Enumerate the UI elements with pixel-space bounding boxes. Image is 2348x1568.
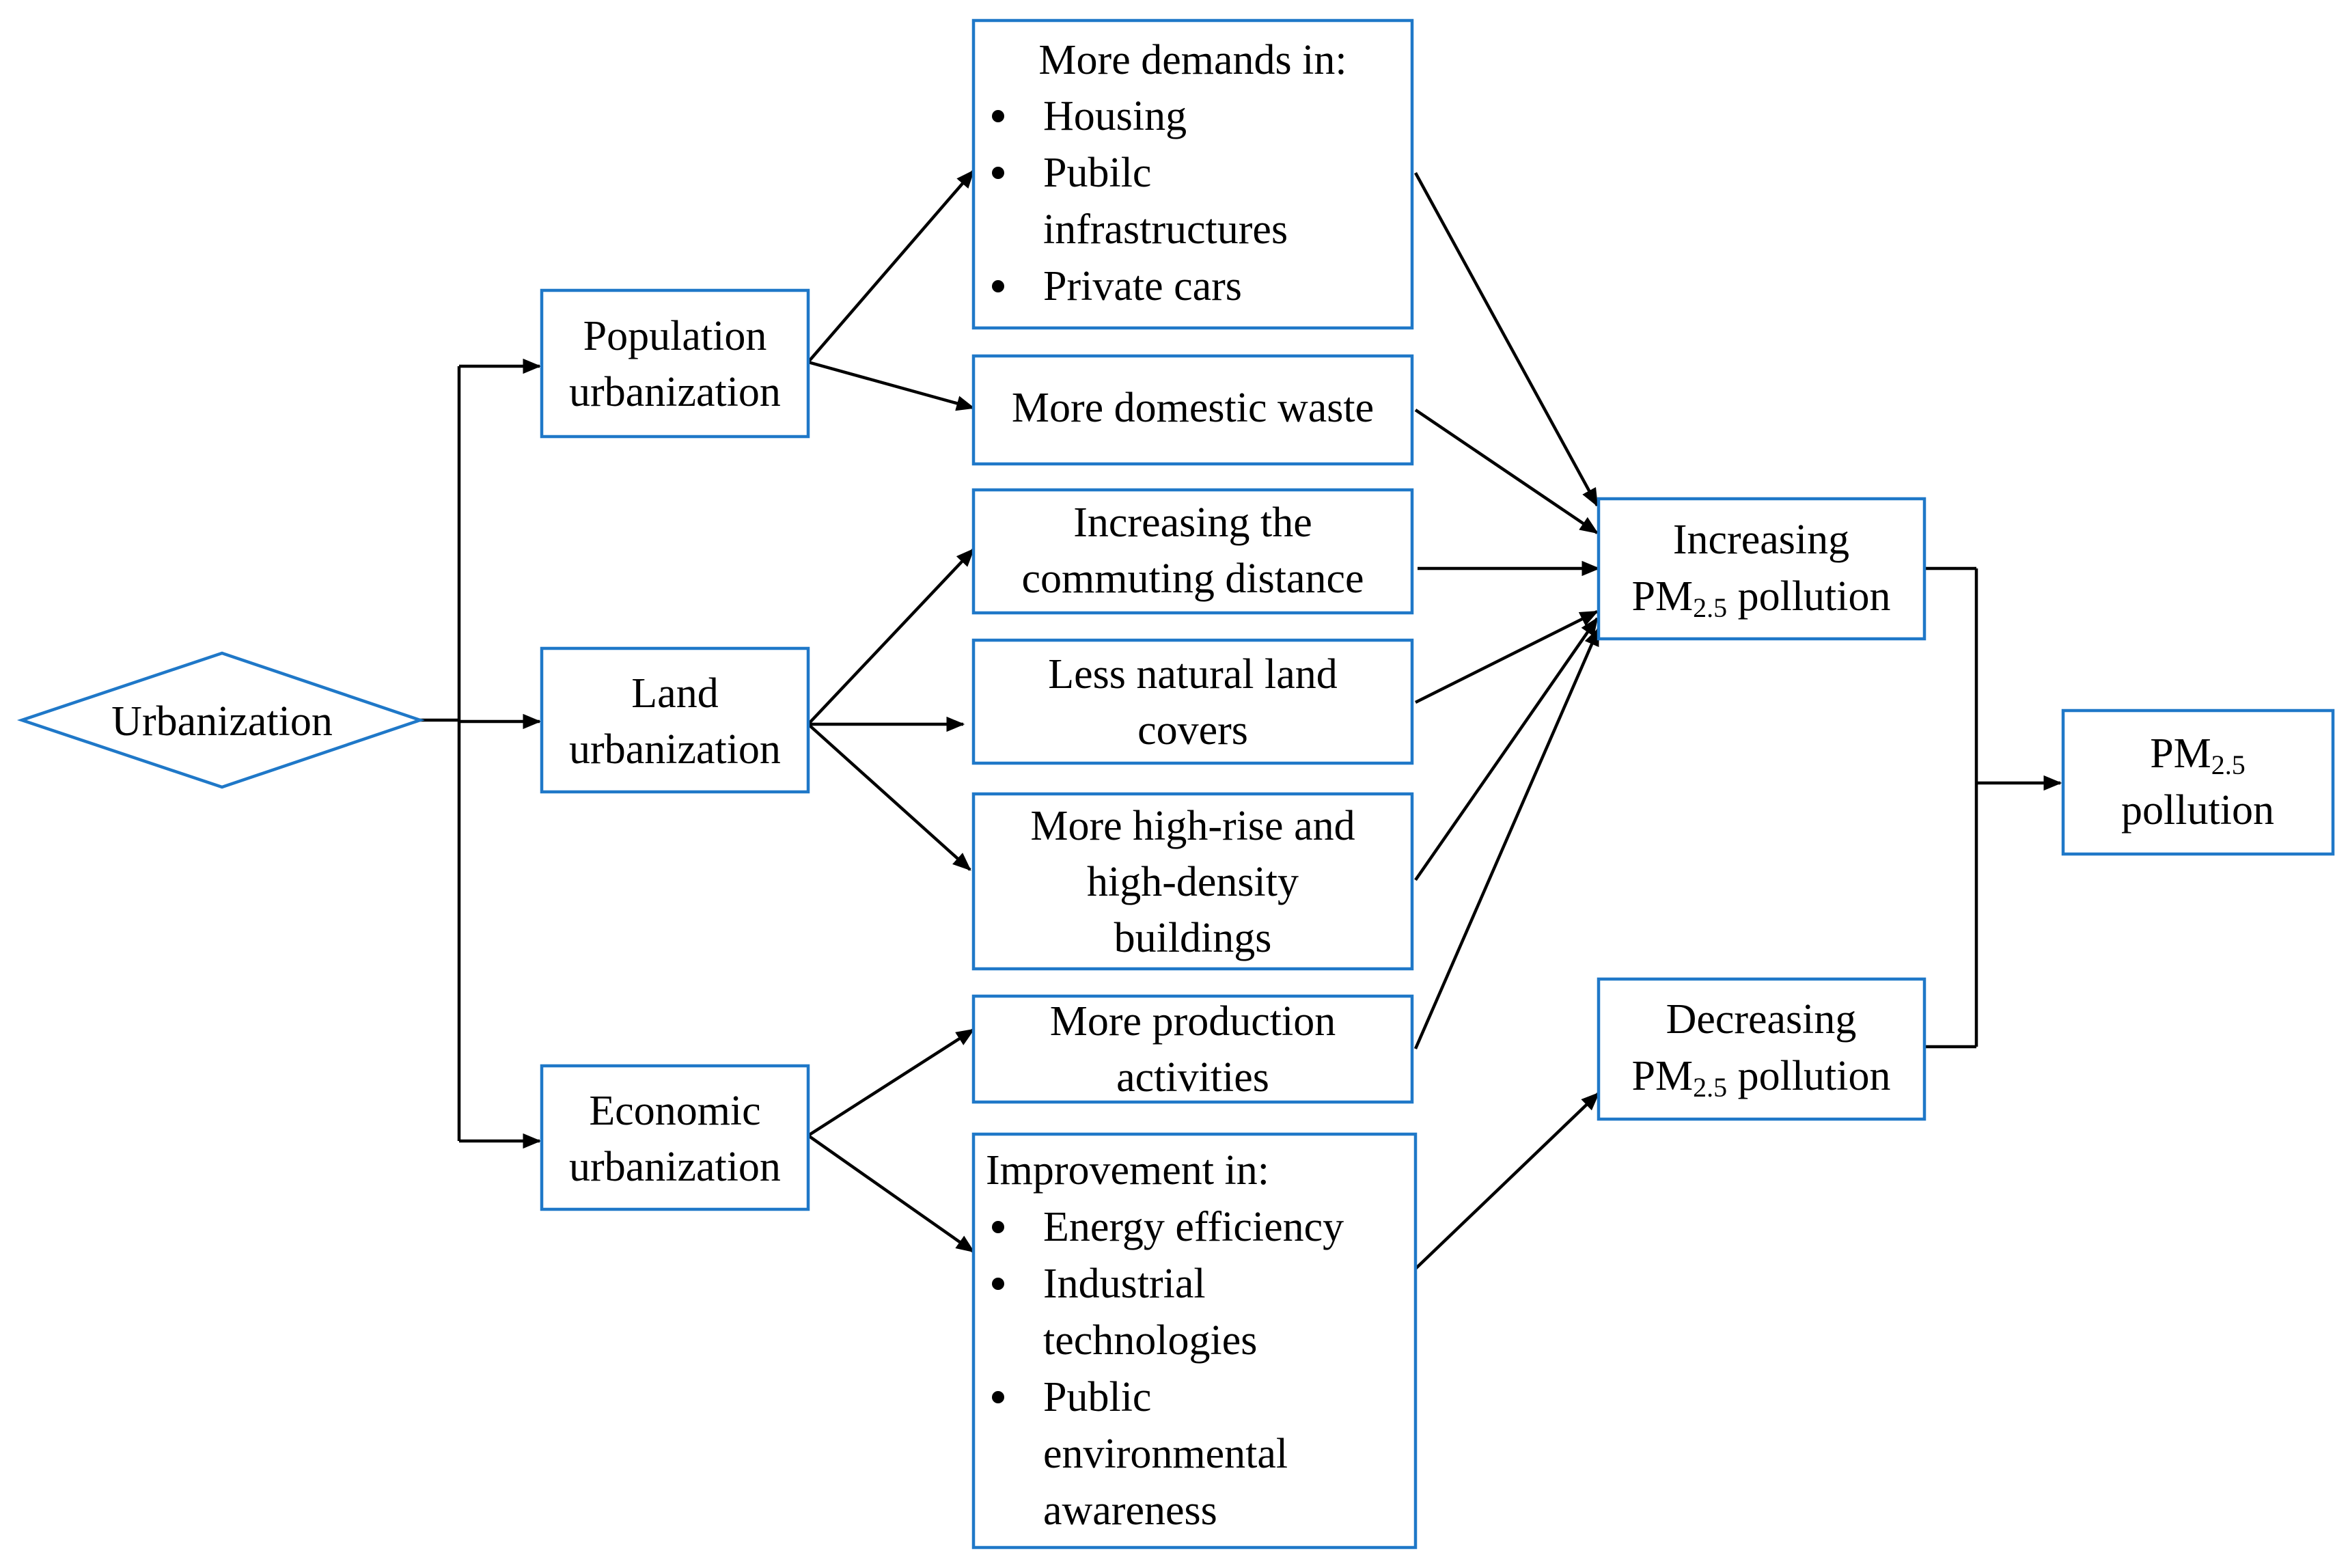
- improvement-bullet-3: [992, 1391, 1004, 1403]
- edge-land-commuting: [807, 548, 975, 726]
- demands-bullet-2: [992, 167, 1004, 179]
- node-pm25-pollution: PM2.5 pollution: [2061, 709, 2335, 856]
- demands-bullet-1: [992, 110, 1004, 122]
- improvement-item-industrial-2: technologies: [1043, 1317, 1257, 1364]
- waste-box: [971, 354, 1414, 466]
- improvement-item-public-2: environmental: [1043, 1431, 1288, 1477]
- economic-line-1: Economic: [589, 1088, 760, 1134]
- node-economic-urbanization: Economic urbanization: [540, 1064, 810, 1211]
- increasing-line-1: Increasing: [1673, 517, 1849, 563]
- land-line-2: urbanization: [569, 726, 781, 773]
- urbanization-label: Urbanization: [111, 698, 333, 745]
- increasing-box: [1597, 497, 1926, 641]
- node-high-rise: More high-rise and high-density building…: [971, 792, 1414, 971]
- node-decreasing-pm25: Decreasing PM2.5 pollution: [1597, 977, 1926, 1121]
- improvement-item-energy: Energy efficiency: [1043, 1204, 1344, 1250]
- natural-land-box: [971, 638, 1414, 765]
- improvement-item-public-3: awareness: [1043, 1487, 1217, 1534]
- demands-bullet-3: [992, 280, 1004, 292]
- improvement-bullet-1: [992, 1221, 1004, 1233]
- land-box: [540, 646, 810, 794]
- population-line-2: urbanization: [569, 369, 781, 415]
- demands-item-infra-2: infrastructures: [1043, 206, 1288, 253]
- land-line-1: Land: [631, 670, 718, 717]
- commuting-line-2: commuting distance: [1021, 555, 1364, 602]
- economic-line-2: urbanization: [569, 1144, 781, 1190]
- production-line-2: activities: [1116, 1054, 1269, 1101]
- edge-population-demands: [807, 169, 975, 363]
- highrise-line-1: More high-rise and: [1030, 803, 1355, 849]
- highrise-line-2: high-density: [1087, 859, 1299, 905]
- commuting-box: [971, 488, 1414, 615]
- edge-waste-increasing: [1414, 409, 1599, 534]
- highrise-box: [971, 792, 1414, 971]
- edge-demands-increasing: [1414, 171, 1599, 507]
- edge-production-increasing: [1413, 627, 1601, 1049]
- node-commuting-distance: Increasing the commuting distance: [971, 488, 1414, 615]
- edge-land-highrise: [807, 723, 971, 871]
- production-box: [971, 994, 1414, 1104]
- commuting-line-1: Increasing the: [1073, 499, 1312, 546]
- pm25-final-line-1: PM2.5: [2150, 730, 2246, 780]
- demands-title: More demands in:: [1038, 37, 1346, 83]
- decreasing-line-2: PM2.5 pollution: [1631, 1053, 1890, 1103]
- highrise-line-3: buildings: [1114, 915, 1272, 961]
- edge-population-waste: [807, 360, 976, 411]
- demands-item-housing: Housing: [1043, 93, 1187, 139]
- edge-economic-improvement: [807, 1134, 975, 1253]
- pm25-final-line-2: pollution: [2121, 787, 2274, 834]
- node-more-demands: More demands in: Housing Pubilc infrastr…: [971, 18, 1414, 330]
- natural-land-line-1: Less natural land: [1048, 651, 1338, 698]
- node-urbanization: Urbanization: [16, 651, 426, 789]
- edges: [420, 169, 2062, 1270]
- urbanization-diamond: [16, 651, 426, 789]
- pm25-final-box: [2061, 709, 2335, 856]
- improvement-bullet-2: [992, 1278, 1004, 1290]
- edge-improvement-decreasing: [1414, 1092, 1600, 1270]
- decreasing-box: [1597, 977, 1926, 1121]
- population-line-1: Population: [583, 313, 767, 359]
- node-natural-land: Less natural land covers: [971, 638, 1414, 765]
- improvement-item-public-1: Public: [1043, 1374, 1151, 1420]
- improvement-title: Improvement in:: [986, 1147, 1269, 1194]
- population-box: [540, 288, 810, 439]
- demands-item-infra-1: Pubilc: [1043, 150, 1151, 196]
- edge-economic-production: [807, 1028, 975, 1137]
- node-land-urbanization: Land urbanization: [540, 646, 810, 794]
- production-line-1: More production: [1050, 998, 1336, 1045]
- decreasing-line-1: Decreasing: [1666, 996, 1857, 1043]
- node-production: More production activities: [971, 994, 1414, 1104]
- node-improvement: Improvement in: Energy efficiency Indust…: [971, 1132, 1418, 1550]
- economic-box: [540, 1064, 810, 1211]
- edge-natural-increasing: [1414, 609, 1599, 704]
- waste-label: More domestic waste: [1012, 385, 1374, 431]
- improvement-box: [971, 1132, 1418, 1550]
- increasing-line-2: PM2.5 pollution: [1631, 573, 1890, 623]
- node-population-urbanization: Population urbanization: [540, 288, 810, 439]
- node-increasing-pm25: Increasing PM2.5 pollution: [1597, 497, 1926, 641]
- improvement-item-industrial-1: Industrial: [1043, 1261, 1206, 1307]
- demands-box: [971, 18, 1414, 330]
- edge-highrise-increasing: [1414, 617, 1599, 881]
- demands-item-cars: Private cars: [1043, 263, 1242, 310]
- node-domestic-waste: More domestic waste: [971, 354, 1414, 466]
- natural-land-line-2: covers: [1137, 707, 1248, 754]
